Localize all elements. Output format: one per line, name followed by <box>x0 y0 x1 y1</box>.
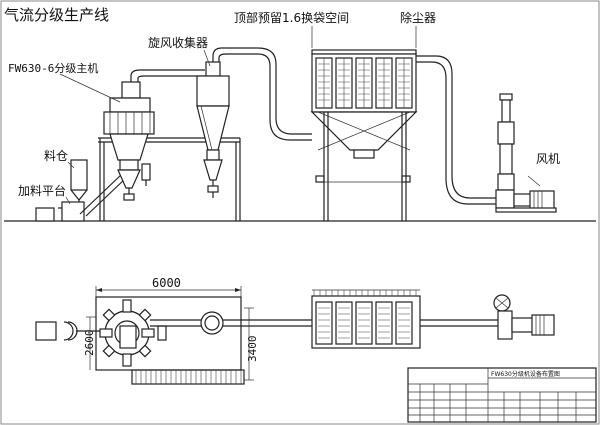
label-feed-bin: 料仓 <box>44 149 68 163</box>
pipe-cyclone-to-dust <box>212 47 312 141</box>
label-dust-collector: 除尘器 <box>400 10 436 25</box>
filter-bags <box>315 57 413 109</box>
feed-platform <box>35 201 85 222</box>
pipe-classifier-to-cyclone <box>130 69 205 82</box>
label-feed-platform: 加料平台 <box>18 183 66 198</box>
plan-dust-collector <box>311 289 421 349</box>
leader-cyclone <box>203 49 211 67</box>
leader-main-classifier <box>59 73 121 103</box>
leader-feed-bin <box>67 161 75 169</box>
label-top-space: 顶部预留1.6换袋空间 <box>234 10 349 25</box>
dim-6000-text: 6000 <box>152 276 181 290</box>
plan-classifier-base <box>95 296 242 371</box>
plan-pipe-dust-fan <box>420 319 500 327</box>
title-block-drawing-name: FW630分级机设备布置图 <box>491 370 560 378</box>
screw-conveyor <box>79 173 127 217</box>
plan-pipe-cyclone-dust <box>223 319 312 327</box>
plan-fan <box>493 294 555 340</box>
leader-feed-platform <box>65 196 71 205</box>
feed-bin <box>70 159 88 206</box>
dust-collector <box>310 49 418 221</box>
plan-cyclone <box>150 311 224 335</box>
dim-2600-text: 2600 <box>83 330 96 357</box>
label-cyclone-collector: 旋风收集器 <box>148 35 208 50</box>
fan-unit <box>495 93 557 213</box>
dimension-2600: 2600 <box>83 316 96 370</box>
label-main-classifier: FW630-6分级主机 <box>8 61 98 75</box>
plan-feed-platform <box>35 321 112 341</box>
dimension-3400: 3400 <box>244 307 259 381</box>
classifier-main <box>103 81 155 201</box>
dimension-6000: 6000 <box>95 276 242 297</box>
title-block: FW630分级机设备布置图 <box>407 367 597 423</box>
plan-classifier <box>99 299 167 367</box>
pipe-dust-to-fan <box>416 55 498 205</box>
plan-platform-hatch <box>131 369 245 385</box>
cyclone-collector <box>196 61 230 198</box>
page-title: 气流分级生产线 <box>4 6 109 24</box>
dim-3400-text: 3400 <box>246 336 259 363</box>
label-fan: 风机 <box>536 152 560 166</box>
